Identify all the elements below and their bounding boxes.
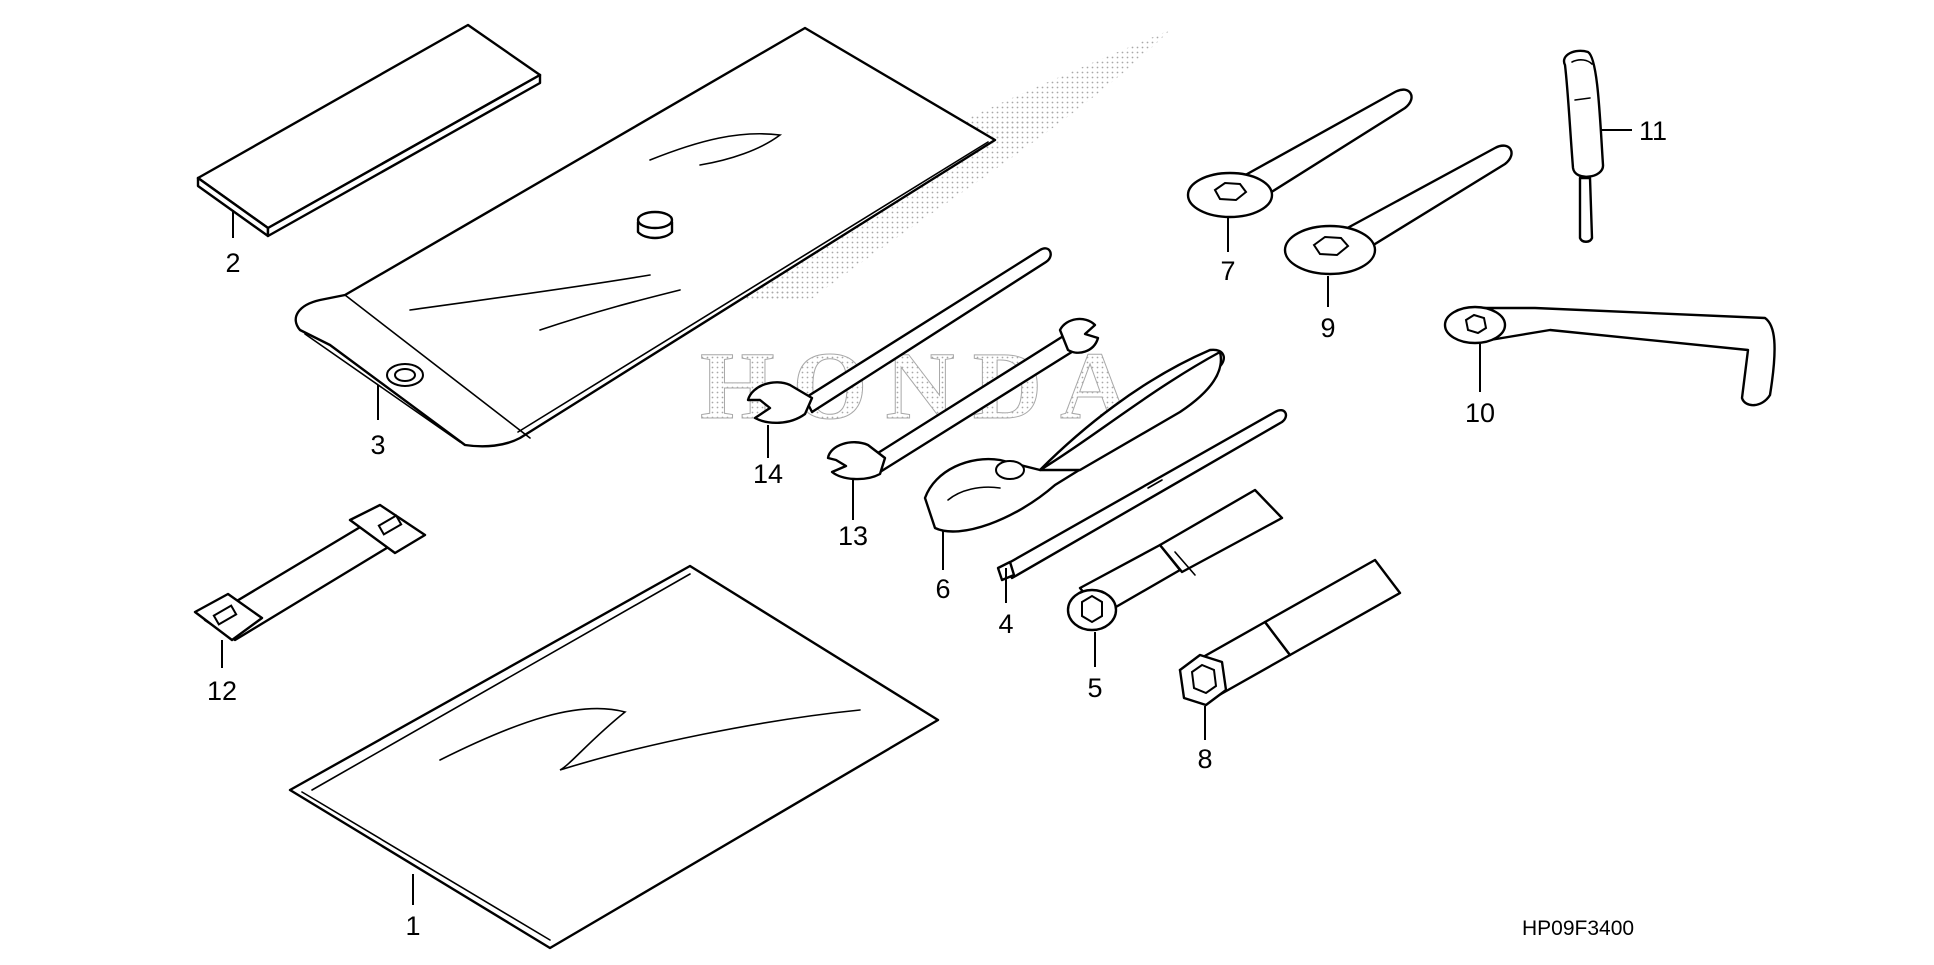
manual-bag <box>288 564 940 950</box>
callout-11: 11 <box>1639 116 1667 146</box>
callout-5: 5 <box>1087 673 1102 703</box>
ring-spanner <box>1283 144 1513 276</box>
leader-lines <box>221 129 1632 905</box>
hook-wrench <box>1443 305 1776 407</box>
callout-12: 12 <box>207 676 237 706</box>
callout-14: 14 <box>753 459 783 489</box>
ring-spanner <box>1186 88 1413 219</box>
diagram-code: HP09F3400 <box>1522 917 1634 940</box>
callout-10: 10 <box>1465 398 1495 428</box>
socket-wrench <box>1066 488 1284 632</box>
callout-1: 1 <box>405 911 420 941</box>
tool-bag <box>294 26 997 448</box>
open-end-wrench <box>746 247 1052 424</box>
screwdriver-grip <box>1562 49 1605 243</box>
callout-2: 2 <box>225 248 240 278</box>
callout-6: 6 <box>935 574 950 604</box>
open-end-wrench <box>826 317 1100 481</box>
callout-3: 3 <box>370 430 385 460</box>
callout-9: 9 <box>1320 313 1335 343</box>
callout-13: 13 <box>838 521 868 551</box>
pliers <box>923 348 1226 533</box>
callout-4: 4 <box>998 609 1013 639</box>
strap <box>193 503 427 642</box>
callout-8: 8 <box>1197 744 1212 774</box>
callout-7: 7 <box>1220 256 1235 286</box>
foam-pad <box>196 23 542 238</box>
spark-plug-wrench <box>1178 558 1402 707</box>
